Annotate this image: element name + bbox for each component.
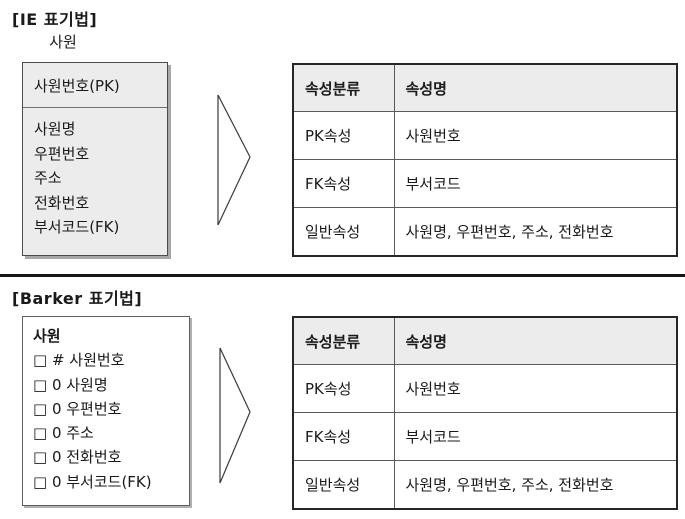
barker-section-title: [Barker 표기법]	[12, 289, 143, 308]
table-row: PK속성 사원번호	[292, 111, 678, 160]
barker-attribute: □ 0 부서코드(FK)	[33, 472, 152, 491]
table-row: 일반속성 사원명, 우편번호, 주소, 전화번호	[292, 460, 678, 510]
table-row: PK속성 사원번호	[292, 364, 678, 413]
name-cell: 사원번호	[393, 111, 678, 160]
ie-attribute: 사원명	[34, 120, 76, 138]
table-header-row: 속성분류 속성명	[292, 63, 678, 112]
section-divider	[0, 274, 685, 277]
table-header-row: 속성분류 속성명	[292, 316, 678, 365]
ie-attribute: 전화번호	[34, 193, 90, 212]
table-row: FK속성 부서코드	[292, 159, 678, 208]
ie-attribute: 우편번호	[34, 144, 90, 163]
name-cell: 부서코드	[393, 159, 678, 208]
ie-pk-compartment: 사원번호(PK)	[23, 63, 167, 108]
ie-attribute-list: 사원명 우편번호 주소 전화번호 부서코드(FK)	[23, 108, 167, 240]
table-row: FK속성 부서코드	[292, 412, 678, 461]
category-cell: FK속성	[292, 159, 395, 208]
ie-attribute: 주소	[34, 169, 62, 187]
barker-entity-box: 사원 □ # 사원번호 □ 0 사원명 □ 0 우편번호 □ 0 주소 □ 0 …	[22, 316, 190, 506]
ie-section-title: [IE 표기법]	[12, 10, 98, 29]
table-row: 일반속성 사원명, 우편번호, 주소, 전화번호	[292, 207, 678, 257]
column-header-category: 속성분류	[292, 63, 395, 112]
name-cell: 사원명, 우편번호, 주소, 전화번호	[393, 207, 678, 257]
barker-attribute: □ 0 사원명	[33, 375, 108, 394]
category-cell: PK속성	[292, 111, 395, 160]
barker-attribute: □ # 사원번호	[33, 351, 125, 370]
name-cell: 사원번호	[393, 364, 678, 413]
barker-attribute: □ 0 주소	[33, 424, 94, 443]
barker-attribute: □ 0 우편번호	[33, 399, 122, 418]
ie-entity-box: 사원번호(PK) 사원명 우편번호 주소 전화번호 부서코드(FK)	[22, 62, 168, 256]
category-cell: FK속성	[292, 412, 395, 461]
category-cell: 일반속성	[292, 207, 395, 257]
name-cell: 사원명, 우편번호, 주소, 전화번호	[393, 460, 678, 510]
transform-arrow-icon	[217, 94, 251, 226]
column-header-name: 속성명	[393, 63, 678, 112]
category-cell: 일반속성	[292, 460, 395, 510]
ie-attribute-table: 속성분류 속성명 PK속성 사원번호 FK속성 부서코드 일반속성 사원명, 우…	[292, 63, 678, 257]
barker-entity-name: 사원	[33, 327, 61, 345]
column-header-name: 속성명	[393, 316, 678, 365]
name-cell: 부서코드	[393, 412, 678, 461]
column-header-category: 속성분류	[292, 316, 395, 365]
barker-attribute-table: 속성분류 속성명 PK속성 사원번호 FK속성 부서코드 일반속성 사원명, 우…	[292, 316, 678, 510]
transform-arrow-icon	[219, 347, 251, 484]
ie-entity-label: 사원	[49, 33, 77, 51]
barker-attribute: □ 0 전화번호	[33, 448, 122, 467]
category-cell: PK속성	[292, 364, 395, 413]
ie-attribute: 부서코드(FK)	[34, 218, 120, 236]
